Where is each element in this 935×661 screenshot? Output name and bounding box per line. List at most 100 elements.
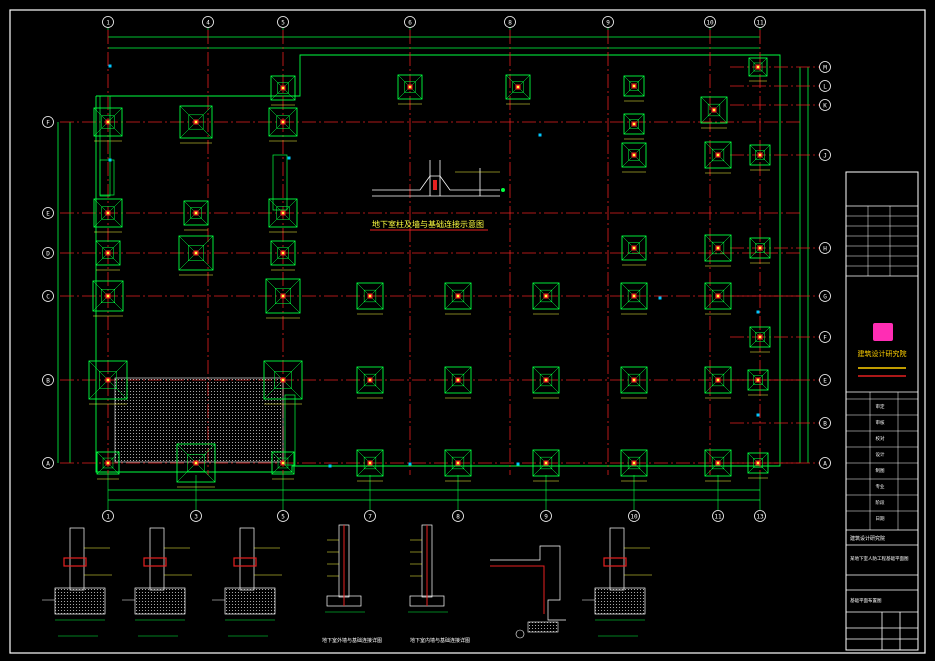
- wall-strip: [99, 95, 111, 197]
- column-footing: [444, 282, 472, 315]
- column-footing: [263, 360, 303, 405]
- grid-label-right: F: [823, 335, 827, 342]
- grid-bubble-right: [819, 457, 831, 469]
- section-title-2: 地下室内墙与基础连接详图: [410, 637, 470, 644]
- column-footing: [747, 452, 769, 479]
- grid-label-right: H: [823, 246, 827, 253]
- grid-bubble-left: [42, 290, 54, 302]
- company-name-footer: 建筑设计研究院: [850, 535, 885, 542]
- grid-bubble-left: [42, 116, 54, 128]
- company-logo: [873, 323, 893, 341]
- grid-label-right: L: [823, 84, 827, 91]
- grid-label-bottom: 13: [756, 514, 764, 521]
- column-footing: [620, 282, 648, 315]
- column-footing: [88, 360, 128, 405]
- column-footing: [532, 282, 560, 315]
- wall-strip: [99, 159, 115, 196]
- column-footing: [356, 282, 384, 315]
- marker: [516, 462, 520, 466]
- grid-label-bottom: 11: [714, 514, 722, 521]
- grid-bubble-top: [754, 16, 766, 28]
- grid-bubble-bottom: [364, 510, 376, 522]
- column-footing: [356, 366, 384, 399]
- column-footing: [704, 366, 732, 399]
- column-footing: [95, 240, 121, 271]
- grid-bubble-right: [819, 80, 831, 92]
- title-row-label: 审核: [876, 419, 885, 426]
- wall-detail-1: [42, 527, 112, 637]
- drawing-frame: [9, 9, 926, 654]
- column-footing: [748, 57, 768, 82]
- grid-bubble-right: [819, 242, 831, 254]
- drawing-name: 基础平面布置图: [850, 597, 882, 604]
- column-footing: [270, 75, 296, 106]
- column-detail-2: [408, 524, 448, 613]
- slab-detail: [490, 545, 566, 639]
- grid-label-bottom: 7: [368, 514, 372, 521]
- title-row-label: 校对: [876, 435, 885, 442]
- marker: [756, 310, 760, 314]
- wall-detail-4: [582, 527, 652, 637]
- grid-label-top: 1: [106, 20, 110, 27]
- column-footing: [704, 449, 732, 482]
- grid-label-right: J: [823, 153, 827, 160]
- grid-bubble-left: [42, 247, 54, 259]
- column-footing: [749, 237, 771, 264]
- column-footing: [704, 234, 732, 267]
- column-footing: [532, 449, 560, 482]
- column-footing: [265, 278, 301, 319]
- column-footing: [176, 443, 216, 488]
- title-row-label: 制图: [876, 467, 885, 474]
- grid-label-bottom: 5: [281, 514, 285, 521]
- grid-label-left: A: [46, 461, 50, 468]
- marker: [287, 156, 291, 160]
- title-row-label: 阶段: [876, 499, 885, 506]
- company-name: 建筑设计研究院: [858, 349, 907, 358]
- grid-bubble-top: [504, 16, 516, 28]
- column-footing: [179, 105, 213, 144]
- grid-bubble-left: [42, 207, 54, 219]
- column-footing: [704, 141, 732, 174]
- grid-label-left: D: [46, 251, 50, 258]
- column-footing: [620, 449, 648, 482]
- column-footing: [620, 366, 648, 399]
- marker: [108, 158, 112, 162]
- column-footing: [532, 366, 560, 399]
- grid-bubble-bottom: [628, 510, 640, 522]
- grid-label-bottom: 8: [456, 514, 460, 521]
- grid-label-right: E: [823, 378, 827, 385]
- grid-bubble-right: [819, 290, 831, 302]
- column-footing: [747, 369, 769, 396]
- grid-label-top: 11: [756, 20, 764, 27]
- column-footing: [178, 235, 214, 276]
- grid-bubble-right: [819, 374, 831, 386]
- grid-bubble-bottom: [190, 510, 202, 522]
- grid-bubble-left: [42, 457, 54, 469]
- grid-bubble-bottom: [102, 510, 114, 522]
- title-row-label: 专业: [876, 483, 885, 490]
- grid-bubble-right: [819, 61, 831, 73]
- column-footing: [268, 107, 298, 142]
- column-footing: [92, 280, 124, 317]
- column-footing: [444, 366, 472, 399]
- wall-detail-2: [122, 527, 192, 637]
- building-outline: [95, 54, 781, 473]
- grid-bubble-top: [704, 16, 716, 28]
- grid-label-right: A: [823, 461, 827, 468]
- grid-bubble-left: [42, 374, 54, 386]
- grid-label-top: 5: [281, 20, 285, 27]
- column-footing: [505, 74, 531, 105]
- column-footing: [397, 74, 423, 105]
- grid-bubble-top: [202, 16, 214, 28]
- marker: [538, 133, 542, 137]
- grid-label-right: M: [823, 65, 827, 72]
- column-footing: [749, 144, 771, 171]
- column-footing: [271, 451, 295, 480]
- plan-section-title: 地下室柱及墙与基础连接示意图: [372, 219, 484, 229]
- grid-bubble-bottom: [754, 510, 766, 522]
- grid-label-bottom: 9: [544, 514, 548, 521]
- title-row-label: 审定: [876, 403, 885, 410]
